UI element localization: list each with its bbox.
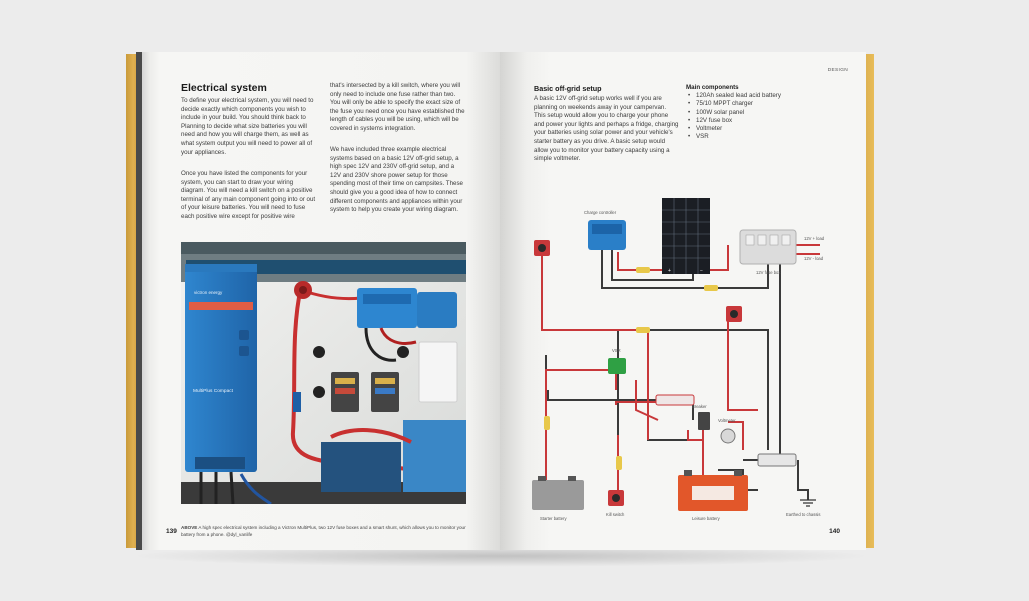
right-page: DESIGN Basic off-grid setup A basic 12V … <box>500 52 866 550</box>
label-load-positive: 12V + load <box>804 236 825 241</box>
component-item: 120Ah sealed lead acid battery <box>686 92 781 100</box>
svg-text:+: + <box>668 268 671 274</box>
label-load-negative: 12V - load <box>804 256 824 261</box>
caption-text: A high spec electrical system including … <box>181 525 466 537</box>
label-leisure-battery: Leisure battery <box>692 516 721 521</box>
body-paragraph: that's intersected by a kill switch, whe… <box>330 82 465 132</box>
caption-label: ABOVE <box>181 525 198 530</box>
component-item: 100W solar panel <box>686 109 781 117</box>
photo-caption: ABOVE A high spec electrical system incl… <box>181 525 466 538</box>
inverter-model: MultiPlus Compact <box>193 388 234 394</box>
component-item: 12V fuse box <box>686 117 781 125</box>
page-title: Basic off-grid setup <box>534 84 602 93</box>
body-paragraph: We have included three example electrica… <box>330 146 463 214</box>
label-charge-controller: Charge controller <box>584 210 617 215</box>
page-number: 139 <box>166 528 177 535</box>
label-breaker: Breaker <box>692 404 707 409</box>
components-title: Main components <box>686 84 739 91</box>
left-page: Electrical system To define your electri… <box>136 52 500 550</box>
body-paragraph: A basic 12V off-grid setup works well if… <box>534 95 679 163</box>
label-earthed: Earthed to chassis <box>786 512 820 517</box>
components-list: Main components 120Ah sealed lead acid b… <box>686 84 781 142</box>
page-title: Electrical system <box>181 82 267 94</box>
label-starter-battery: Starter battery <box>540 516 567 521</box>
book-shadow <box>128 545 873 567</box>
label-kill-switch: Kill switch <box>606 512 625 517</box>
open-book: Electrical system To define your electri… <box>126 52 874 550</box>
body-paragraph: To define your electrical system, you wi… <box>181 97 314 156</box>
body-paragraph: Once you have listed the components for … <box>181 170 316 220</box>
electrical-system-photo: victron energy MultiPlus Compact <box>181 242 466 504</box>
inverter-brand: victron energy <box>194 290 223 295</box>
component-item: Voltmeter <box>686 125 781 133</box>
label-voltmeter: Voltmeter <box>718 418 736 423</box>
label-vsr: VSR <box>612 348 621 353</box>
page-edges-right <box>864 54 874 548</box>
component-item: VSR <box>686 133 781 141</box>
svg-text:−: − <box>700 268 703 274</box>
wiring-diagram: Charge controller + − 12V fuse box 12V +… <box>532 198 825 521</box>
page-edges-left <box>126 54 138 548</box>
label-fuse-box: 12V fuse box <box>756 270 781 275</box>
component-item: 75/10 MPPT charger <box>686 100 781 108</box>
page-number: 140 <box>829 528 840 535</box>
section-label: DESIGN <box>827 68 848 73</box>
